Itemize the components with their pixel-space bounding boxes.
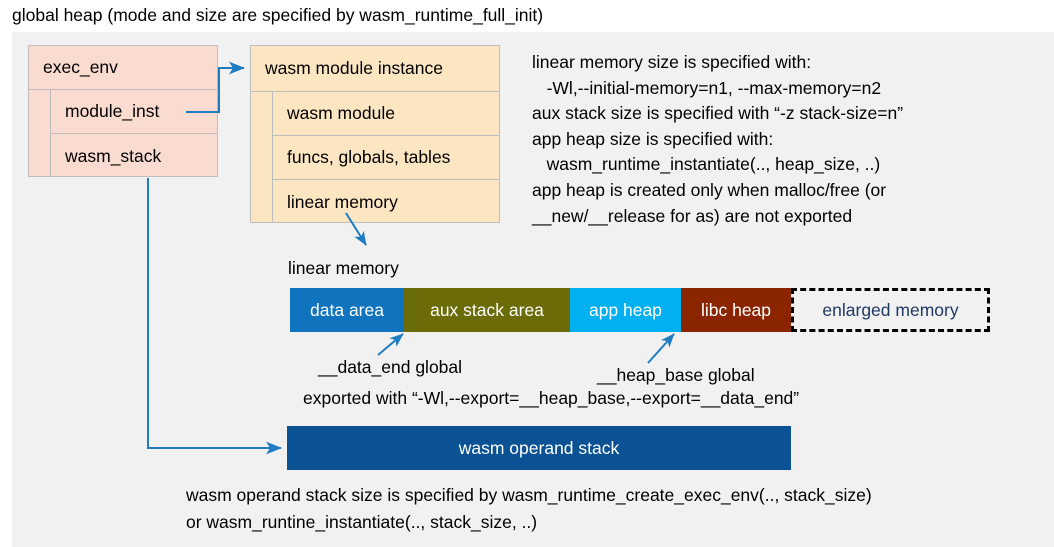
module-instance-field-funcs-globals-tables: funcs, globals, tables xyxy=(273,136,499,180)
annotation-exported-with: exported with “-Wl,--export=__heap_base,… xyxy=(303,388,800,408)
exec-env-header: exec_env xyxy=(29,46,217,90)
module-instance-gutter xyxy=(251,92,273,223)
exec-env-rows: module_inst wasm_stack xyxy=(51,90,217,177)
module-instance-body: wasm module funcs, globals, tables linea… xyxy=(251,92,499,223)
wasm-module-instance-box: wasm module instance wasm module funcs, … xyxy=(250,45,500,223)
page-title: global heap (mode and size are specified… xyxy=(12,5,544,25)
exec-env-gutter xyxy=(29,90,51,177)
wasm-operand-stack-label: wasm operand stack xyxy=(458,437,620,458)
operand-stack-notes: wasm operand stack size is specified by … xyxy=(186,485,872,532)
memory-segment-enlarged-memory: enlarged memory xyxy=(791,288,990,332)
memory-segment-app-heap: app heap xyxy=(570,288,681,332)
exec-env-body: module_inst wasm_stack xyxy=(29,90,217,177)
wasm-operand-stack-bar: wasm operand stack xyxy=(287,426,791,470)
memory-config-notes: linear memory size is specified with: -W… xyxy=(532,52,904,226)
exec-env-field-module-inst: module_inst xyxy=(51,90,217,134)
exec-env-box: exec_env module_inst wasm_stack xyxy=(28,45,218,177)
annotation-heap-base: __heap_base global xyxy=(597,365,755,385)
module-instance-field-linear-memory: linear memory xyxy=(287,191,398,212)
linear-memory-label: linear memory xyxy=(288,258,399,278)
memory-segment-data-area: data area xyxy=(290,288,404,332)
exec-env-field-wasm-stack: wasm_stack xyxy=(65,145,162,166)
memory-segment-libc-heap: libc heap xyxy=(681,288,791,332)
annotation-data-end: __data_end global xyxy=(318,357,463,377)
memory-segment-aux-stack-area: aux stack area xyxy=(404,288,570,332)
module-instance-rows: wasm module funcs, globals, tables linea… xyxy=(273,92,499,223)
module-instance-field-wasm-module: wasm module xyxy=(273,92,499,136)
module-instance-header: wasm module instance xyxy=(251,46,499,92)
